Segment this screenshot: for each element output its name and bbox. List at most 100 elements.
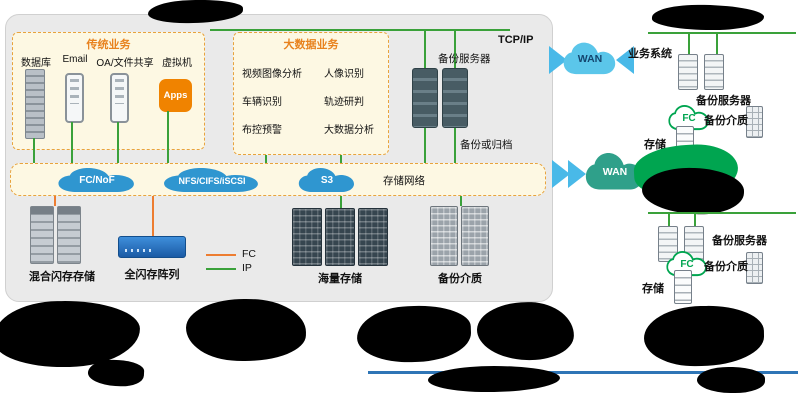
backup-server-small-icon — [658, 226, 678, 262]
underline-blue — [368, 371, 798, 374]
backup-media-small-icon — [746, 106, 763, 138]
fc-cloud-label: FC — [680, 258, 694, 270]
fc-cloud-label: FC — [682, 112, 696, 124]
fc-cloud: FC — [668, 104, 710, 132]
mass-storage-icon — [358, 208, 388, 266]
site-backup-server-label: 备份服务器 — [712, 235, 767, 247]
oa-fileshare-label: OA/文件共享 — [96, 58, 154, 69]
mass-storage-icon — [325, 208, 355, 266]
connector-line — [668, 214, 670, 226]
redacted-text-blob — [356, 304, 472, 364]
wan-arrow-icon — [552, 160, 570, 188]
email-label: Email — [62, 54, 88, 65]
storage-network-band: FC/NoF NFS/CIFS/iSCSI S3 存储网络 — [10, 163, 546, 196]
bigdata-item-analysis: 大数据分析 — [324, 125, 374, 136]
bigdata-item-trajectory: 轨迹研判 — [324, 97, 364, 108]
connector-line — [716, 34, 718, 54]
mass-storage-icon — [292, 208, 322, 266]
redacted-title-blob — [651, 4, 765, 31]
connector-line — [33, 138, 35, 163]
database-rack-icon — [25, 69, 45, 139]
connector-line — [460, 196, 462, 206]
legend-ip-label: IP — [242, 262, 252, 274]
bigdata-item-alert: 布控预警 — [242, 125, 282, 136]
bigdata-item-video: 视频图像分析 — [242, 69, 302, 80]
redacted-text-blob — [185, 297, 307, 363]
redacted-text-blob — [87, 358, 145, 388]
lan-line — [210, 29, 510, 31]
redacted-text-blob — [696, 366, 766, 394]
database-label: 数据库 — [21, 58, 51, 69]
vm-apps-icon: Apps — [159, 79, 192, 112]
backup-media-label: 备份介质 — [438, 273, 482, 285]
traditional-business-title: 传统业务 — [86, 39, 131, 51]
fc-nof-cloud-label: FC/NoF — [79, 175, 115, 186]
backup-media-small-icon — [746, 252, 763, 284]
nfs-cifs-iscsi-cloud: NFS/CIFS/iSCSI — [161, 166, 263, 195]
redacted-text-blob — [476, 300, 575, 362]
redacted-text-blob — [643, 304, 765, 368]
connector-line — [688, 34, 690, 54]
redacted-text-blob — [0, 299, 141, 369]
connector-line — [424, 31, 426, 68]
backup-media-icon — [461, 206, 489, 266]
mass-storage-label: 海量存储 — [318, 273, 362, 285]
s3-cloud-label: S3 — [320, 175, 334, 186]
legend-fc-line — [206, 254, 236, 256]
all-flash-array-icon — [118, 236, 186, 258]
business-server-icon — [678, 54, 698, 90]
all-flash-array-label: 全闪存阵列 — [124, 269, 180, 281]
connector-line — [117, 122, 119, 163]
backup-server-icon — [442, 68, 468, 128]
email-icon-screen — [70, 79, 79, 105]
connector-line — [265, 155, 267, 163]
fc-nof-cloud: FC/NoF — [56, 166, 138, 195]
oa-fileshare-icon — [110, 73, 129, 123]
connector-line — [424, 128, 426, 163]
s3-cloud: S3 — [297, 166, 357, 195]
flash-led-dots — [125, 249, 151, 252]
backup-server-icon — [412, 68, 438, 128]
connector-line — [454, 128, 456, 163]
site-backup-media-label: 备份介质 — [704, 261, 748, 273]
storage-tower-icon — [674, 270, 692, 304]
business-system-label: 业务系统 — [628, 48, 672, 60]
vm-label: 虚拟机 — [162, 58, 192, 69]
bigdata-business-box: 大数据业务 视频图像分析 人像识别 车辆识别 轨迹研判 布控预警 大数据分析 — [233, 32, 389, 155]
tcp-ip-label: TCP/IP — [498, 34, 534, 46]
business-server-icon — [704, 54, 724, 90]
hybrid-flash-label: 混合闪存存储 — [29, 271, 95, 283]
bigdata-business-title: 大数据业务 — [283, 39, 339, 51]
traditional-business-box: 传统业务 数据库 Email OA/文件共享 虚拟机 Apps — [12, 32, 205, 150]
connector-line — [694, 214, 696, 226]
wan-cloud-label: WAN — [602, 166, 628, 178]
wan-cloud-label: WAN — [577, 53, 603, 65]
storage-label: 存储 — [642, 283, 664, 295]
backup-or-archive-label: 备份或归档 — [460, 139, 513, 151]
email-icon — [65, 73, 84, 123]
legend-fc-label: FC — [242, 248, 256, 260]
nfs-cifs-iscsi-cloud-label: NFS/CIFS/iSCSI — [178, 175, 246, 186]
site-lan-line — [648, 212, 796, 214]
site-backup-server-label: 备份服务器 — [696, 95, 751, 107]
connector-line — [340, 196, 342, 208]
connector-line — [167, 111, 169, 163]
oa-icon-screen — [115, 79, 124, 105]
connector-line — [340, 155, 342, 163]
legend-ip-line — [206, 268, 236, 270]
fc-cloud: FC — [666, 250, 708, 278]
wan-cloud: WAN — [562, 40, 618, 78]
connector-line — [454, 31, 456, 68]
redacted-text-blob — [427, 364, 561, 394]
connector-line-fc — [54, 196, 56, 206]
site-lan-line — [648, 32, 796, 34]
storage-network-label: 存储网络 — [383, 175, 425, 187]
site-backup-media-label: 备份介质 — [704, 115, 748, 127]
hybrid-flash-icon — [30, 206, 54, 264]
wan-cloud: WAN — [584, 150, 646, 194]
bigdata-item-vehicle: 车辆识别 — [242, 97, 282, 108]
connector-line-fc — [152, 196, 154, 236]
backup-media-icon — [430, 206, 458, 266]
connector-line — [71, 122, 73, 163]
